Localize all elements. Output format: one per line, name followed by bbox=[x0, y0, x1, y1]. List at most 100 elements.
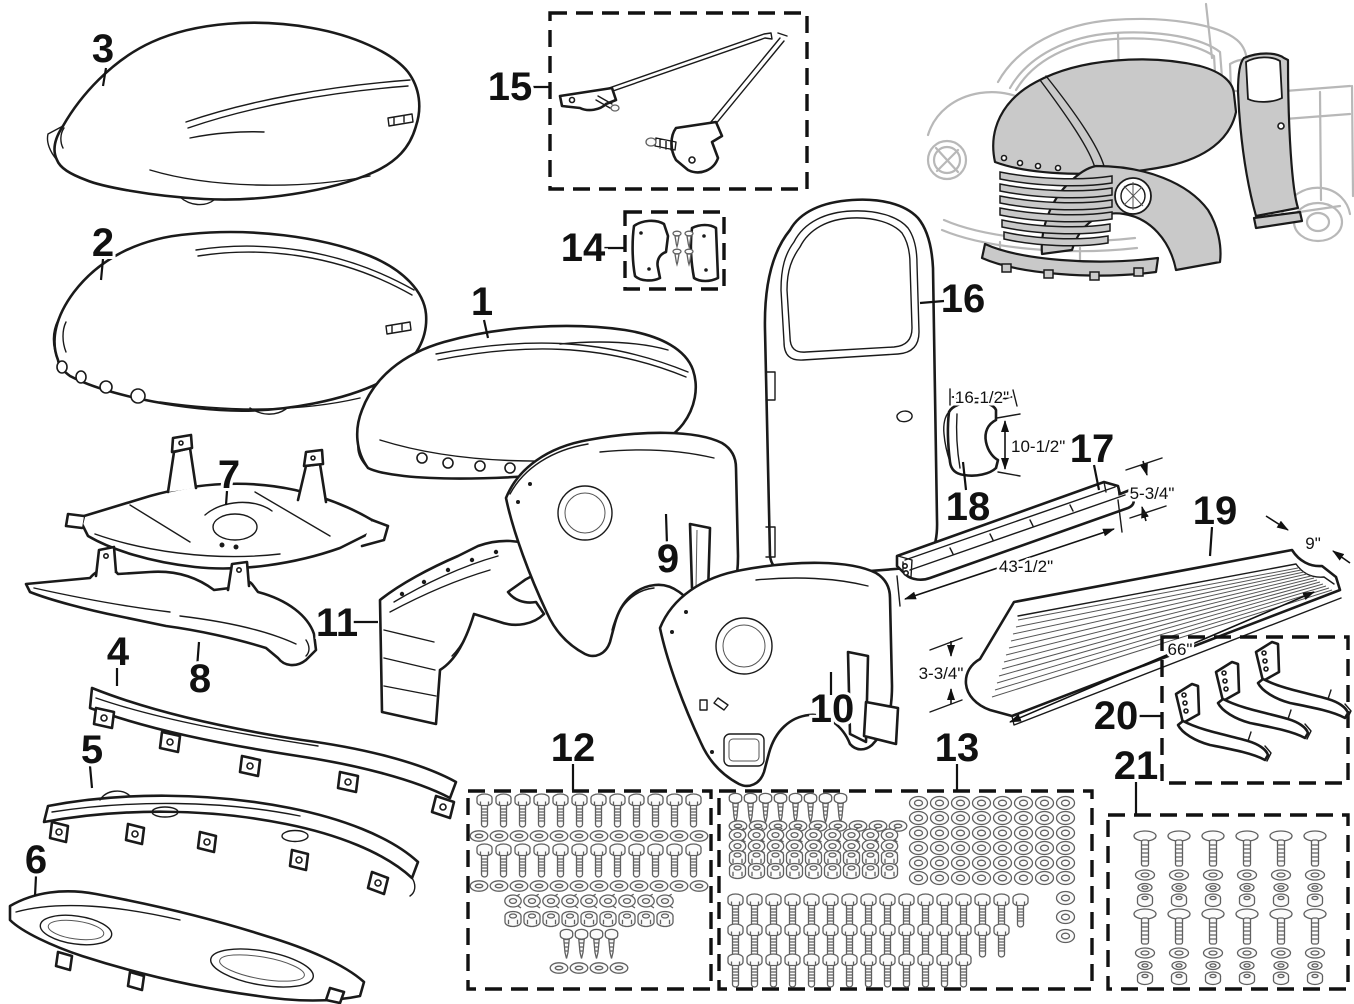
part-18-cowl-side-panel-detail bbox=[943, 411, 961, 469]
kit-15-hood-support-rods-detail bbox=[558, 86, 618, 112]
callout-12: 12 bbox=[551, 726, 596, 770]
part-9-front-fender-detail bbox=[516, 500, 520, 504]
screw-icon bbox=[559, 928, 574, 960]
hex-bolt-icon bbox=[533, 843, 550, 878]
hex-bolt-icon bbox=[784, 893, 801, 928]
kit-15-hood-support-rods-detail bbox=[610, 104, 620, 112]
ring-washer-icon bbox=[950, 870, 971, 886]
flat-washer-icon bbox=[649, 880, 669, 892]
flat-washer-icon bbox=[629, 880, 649, 892]
ring-washer-icon bbox=[971, 795, 992, 811]
part-11-inner-fender-detail bbox=[421, 579, 427, 585]
ring-washer-icon bbox=[1055, 890, 1076, 906]
hex-bolt-icon bbox=[917, 893, 934, 928]
part-2-hood-panel-detail bbox=[99, 380, 113, 394]
part-4-gravel-shield-detail bbox=[166, 738, 174, 746]
part-1-hood-panel-detail bbox=[504, 462, 516, 474]
ring-washer-icon bbox=[1034, 825, 1055, 841]
part-7-radiator-support-detail bbox=[219, 542, 225, 548]
part-18-cowl-side-panel-detail bbox=[946, 400, 1000, 477]
part-17-rocker-panel-detail bbox=[904, 528, 1115, 600]
callout-4: 4 bbox=[107, 630, 130, 674]
part-1-hood-panel-detail bbox=[474, 460, 486, 472]
part-8-support-brace-detail bbox=[103, 552, 110, 559]
part-10-front-fender-detail bbox=[722, 624, 766, 668]
hex-bolt-icon bbox=[803, 953, 820, 988]
hex-bolt-icon bbox=[628, 843, 645, 878]
truck-ghost-body-detail bbox=[926, 139, 968, 181]
flat-washer-icon bbox=[509, 830, 529, 842]
callout-5: 5 bbox=[81, 728, 103, 772]
flat-washer-icon bbox=[489, 880, 509, 892]
part-16-door-shell-detail bbox=[763, 198, 939, 578]
part-5-splash-panel-detail bbox=[203, 838, 211, 846]
kit-14-anti-squeak-pads-detail bbox=[631, 219, 670, 282]
truck-ghost-body-detail bbox=[1305, 211, 1331, 233]
ring-washer-icon bbox=[950, 795, 971, 811]
part-8-support-brace-detail bbox=[33, 587, 310, 657]
ring-washer-icon bbox=[950, 840, 971, 856]
ring-washer-icon bbox=[1055, 840, 1076, 856]
ring-washer-icon bbox=[1013, 840, 1034, 856]
dim-board-step: 9" bbox=[1305, 534, 1321, 553]
part-2-hood-panel-detail bbox=[130, 388, 146, 404]
ring-washer-icon bbox=[992, 810, 1013, 826]
hex-nut-icon bbox=[785, 862, 804, 880]
bolt-set-icon bbox=[1167, 908, 1191, 986]
hex-bolt-icon bbox=[936, 953, 953, 988]
part-3-hood-panel-detail bbox=[149, 169, 371, 206]
hex-bolt-icon bbox=[1012, 893, 1029, 928]
bolt-set-icon bbox=[1201, 908, 1225, 986]
truck-highlighted-front-clip-detail bbox=[1001, 263, 1012, 273]
flat-washer-icon bbox=[529, 880, 549, 892]
ring-washer-icon bbox=[929, 795, 950, 811]
part-7-radiator-support-detail bbox=[94, 491, 331, 558]
part-10-front-fender-detail bbox=[755, 577, 869, 587]
part-11-inner-fender bbox=[378, 539, 560, 726]
lock-washer-icon bbox=[637, 893, 655, 909]
dim-cowl-height: 10-1/2" bbox=[1011, 437, 1065, 456]
callout-15: 15 bbox=[488, 65, 533, 109]
ring-washer-icon bbox=[929, 825, 950, 841]
part-2-hood-panel-detail bbox=[195, 245, 415, 296]
bolt-set-icon bbox=[1269, 908, 1293, 986]
truck-grille-detail bbox=[999, 195, 1113, 211]
hex-nut-icon bbox=[728, 862, 747, 880]
part-8-support-brace bbox=[24, 545, 318, 667]
callout-18: 18 bbox=[946, 485, 991, 529]
truck-highlighted-front-clip-detail bbox=[1043, 269, 1054, 279]
kit-13-hardware-side bbox=[1055, 890, 1076, 944]
kit-14-anti-squeak-pads-detail bbox=[647, 267, 651, 271]
hex-bolt-icon bbox=[860, 923, 877, 958]
part-7-radiator-support-detail bbox=[310, 455, 316, 461]
part-4-gravel-shield-detail bbox=[439, 803, 447, 811]
hex-bolt-icon bbox=[571, 843, 588, 878]
truck-highlighted-front-clip-detail bbox=[1277, 122, 1285, 130]
lock-washer-icon bbox=[599, 893, 617, 909]
screw-icon bbox=[833, 792, 848, 824]
part-7-radiator-support-detail bbox=[296, 462, 328, 504]
hex-bolt-icon bbox=[514, 843, 531, 878]
hex-bolt-icon bbox=[822, 893, 839, 928]
part-4-gravel-shield-detail bbox=[95, 697, 319, 747]
kit-14-anti-squeak-pads-detail bbox=[704, 268, 708, 272]
part-7-radiator-support-detail bbox=[80, 482, 378, 570]
callout-7: 7 bbox=[218, 453, 240, 497]
part-10-front-fender-detail bbox=[684, 610, 688, 614]
kit-15-hood-support-rods-detail bbox=[688, 156, 696, 164]
lock-washer-icon bbox=[656, 893, 674, 909]
ring-washer-icon bbox=[1034, 855, 1055, 871]
ring-washer-icon bbox=[1034, 810, 1055, 826]
kit-13-hardware-right bbox=[908, 795, 1076, 886]
hex-nut-icon bbox=[618, 910, 636, 928]
hex-bolt-icon bbox=[822, 923, 839, 958]
dim-board-height: 3-3/4" bbox=[919, 664, 964, 683]
screw-icon bbox=[728, 792, 743, 824]
truck-grille-detail bbox=[1001, 219, 1111, 235]
part-5-splash-panel-detail bbox=[42, 794, 420, 880]
flat-washer-icon bbox=[549, 880, 569, 892]
small-screw-icon bbox=[672, 248, 682, 266]
ring-washer-icon bbox=[929, 855, 950, 871]
screw-icon bbox=[758, 792, 773, 824]
ring-washer-icon bbox=[950, 855, 971, 871]
